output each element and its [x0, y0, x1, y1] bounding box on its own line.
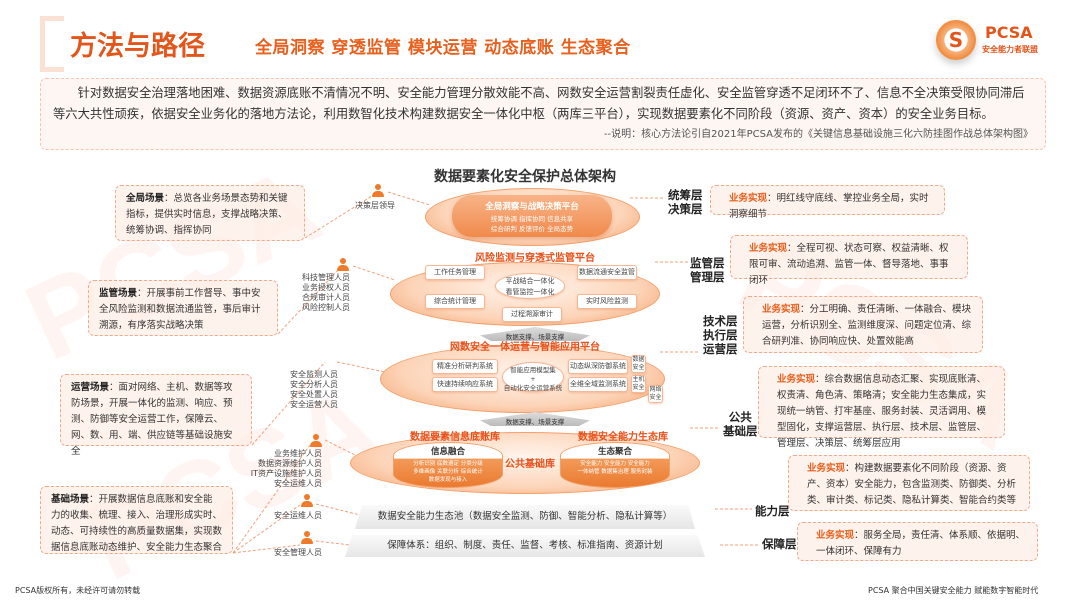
module-box: 实时风险监测	[577, 294, 637, 309]
layer-box-label: 业务实现	[762, 304, 801, 315]
layer-label: 统筹层决策层	[668, 188, 703, 216]
layer-label: 公共基础层	[723, 410, 758, 438]
security-tag: 主机安全	[631, 375, 646, 393]
layer-box-text: ：构建数据要素化不同阶段（资源、资产、资本）安全能力，包含监测类、防御类、分析类…	[807, 463, 1017, 506]
person-icon	[301, 531, 313, 545]
capability-pool-slab: 数据安全能力生态池（数据安全监测、防御、智能分析、隐私计算等）	[355, 505, 695, 529]
scene-label: 全局场景	[126, 193, 165, 204]
layer-box: 业务实现：构建数据要素化不同阶段（资源、资产、资本）安全能力，包含监测类、防御类…	[788, 455, 1030, 511]
layer-box-text: ：服务全局，责任清、体系顺、依据明、一体闭环、保障有力	[816, 530, 1026, 557]
security-tag: 网络安全	[648, 385, 663, 403]
person-icon	[372, 184, 384, 198]
personnel-label: 安全监测人员安全分析人员安全处置人员安全运营人员	[290, 370, 338, 409]
scene-label: 基础场景	[51, 494, 90, 505]
layer-box: 业务实现：分工明确、责任清晰、一体融合、模块运营，分析识别全、监测维度深、问题定…	[743, 296, 983, 353]
footer-slogan: PCSA 聚合中国关键安全能力 赋能数字智能时代	[868, 586, 1039, 595]
security-tag: 数据安全	[631, 355, 646, 373]
platform-center: 平战结合一体化看管监控一体化	[495, 273, 565, 299]
intro-text: 针对数据安全治理落地困难、数据资源底账不清情况不明、安全能力管理分散效能不高、网…	[53, 86, 1025, 121]
scene-text: ：总览各业务场景态势和关键指标，提供实时信息，支撑战略决策、统筹协调、指挥协同	[126, 193, 288, 236]
public-library-label: 公共基础库	[505, 459, 555, 470]
module-box: 工作任务管理	[425, 265, 485, 280]
guarantee-slab: 保障体系：组织、制度、责任、监督、考核、标准指南、资源计划	[345, 535, 705, 557]
cylinder-title: 信息融合	[430, 447, 465, 457]
cylinder-items: 安全能力 安全能力 安全能力一体纳管 数据集治理 服务封装	[577, 461, 653, 475]
library-title: 数据安全能力生态库	[578, 432, 668, 443]
layer-box-text: ：明红线守底线、掌控业务全局，实时洞察细节	[729, 193, 929, 220]
cylinder-items: 分析识别 底数遵定 分类分级多维画像 关联分析 综合统计数据发现与接入	[413, 461, 483, 483]
library-title: 数据要素信息底账库	[410, 432, 500, 443]
personnel-label: 安全运维人员	[274, 511, 322, 520]
diagram-title: 数据要素化安全保护总体架构	[434, 169, 616, 185]
layer-label: 保障层	[762, 537, 797, 551]
scene-text: ：面对网络、主机、数据等攻防场景，开展一体化的监测、响应、预测、防御等安全运营工…	[71, 382, 233, 457]
eco-aggregation-cylinder: 生态聚合 安全能力 安全能力 安全能力一体纳管 数据集治理 服务封装	[560, 442, 670, 488]
module-box: 全维全域监测系统	[568, 377, 628, 392]
intro-note: --说明：核心方法论引自2021年PCSA发布的《关键信息基础设施三化六防挂图作…	[603, 129, 1033, 140]
module-box: 数据流通安全监管	[577, 265, 637, 280]
info-fusion-cylinder: 信息融合 分析识别 底数遵定 分类分级多维画像 关联分析 综合统计数据发现与接入	[393, 442, 503, 488]
scene-label: 监管场景	[99, 288, 138, 299]
layer-box: 业务实现：综合数据信息动态汇聚、实现底账清、权责清、角色清、策略清；安全能力生态…	[758, 366, 1005, 449]
scene-box-supervision: 监管场景：开展事前工作督导、事中安全风险监测和数据流通监管，事后审计溯源，有序落…	[88, 280, 278, 336]
module-box: 综合统计管理	[425, 294, 485, 309]
layer-label: 监管层管理层	[690, 256, 725, 284]
scene-box-operation: 运营场景：面对网络、主机、数据等攻防场景，开展一体化的监测、响应、预测、防御等安…	[60, 374, 252, 457]
layer-label: 能力层	[755, 504, 790, 518]
person-icon	[337, 258, 349, 272]
footer-copyright: PCSA版权所有，未经许可请勿转载	[15, 586, 141, 595]
title-bracket-decoration	[40, 16, 64, 72]
personnel-label: 决策层领导	[355, 201, 395, 210]
platform-title: 网数安全一体运营与智能应用平台	[450, 342, 600, 353]
logo-subtext: 安全能力者联盟	[982, 45, 1038, 54]
layer-box-label: 业务实现	[749, 243, 788, 254]
scene-text: ：开展数据信息底账和安全能力的收集、梳理、接入、治理形成实时、动态、可持续性的高…	[51, 494, 223, 553]
layer-box-label: 业务实现	[807, 463, 846, 474]
scene-label: 运营场景	[71, 382, 110, 393]
intro-box: 针对数据安全治理落地困难、数据资源底账不清情况不明、安全能力管理分散效能不高、网…	[40, 78, 1046, 150]
layer-box-label: 业务实现	[816, 530, 855, 541]
platform-title: 全局洞察与战略决策平台	[485, 202, 579, 212]
module-box: 动态纵深防御系统	[568, 359, 628, 374]
layer-box-label: 业务实现	[777, 374, 816, 385]
module-box: 精准分析研判系统	[432, 359, 498, 374]
scene-box-global: 全局场景：总览各业务场景态势和关键指标，提供实时信息，支撑战略决策、统筹协调、指…	[115, 185, 305, 241]
layer-box: 业务实现：明红线守底线、掌控业务全局，实时洞察细节	[710, 185, 945, 220]
scene-box-foundation: 基础场景：开展数据信息底账和安全能力的收集、梳理、接入、治理形成实时、动态、可持…	[40, 486, 233, 554]
platform-title: 风险监测与穿透式监管平台	[475, 253, 595, 264]
person-icon	[301, 494, 313, 508]
cylinder-title: 生态聚合	[597, 447, 632, 457]
layer-box-text: ：综合数据信息动态汇聚、实现底账清、权责清、角色清、策略清；安全能力生态集成，实…	[777, 374, 987, 449]
pcsa-logo-icon: S	[936, 20, 976, 60]
page-title: 方法与路径	[70, 31, 205, 62]
personnel-label: 科技管理人员业务授权人员合规审计人员风险控制人员	[302, 273, 350, 312]
layer-box-label: 业务实现	[729, 193, 768, 204]
module-box: 过程溯源审计	[502, 307, 562, 322]
decision-platform-cloud: 全局洞察与战略决策平台 统筹协调 指挥协同 信息共享综合研判 反馈评价 全局态势	[452, 195, 612, 237]
layer-box-text: ：全程可视、状态可察、权益清晰、权限可审、流动追溯、监管一体、督导落地、事事闭环	[749, 243, 949, 286]
layer-label: 技术层执行层运营层	[703, 314, 738, 356]
module-box: 快速持续响应系统	[432, 377, 498, 392]
page-subtitle: 全局洞察 穿透监管 模块运营 动态底账 生态聚合	[255, 38, 631, 58]
scene-text: ：开展事前工作督导、事中安全风险监测和数据流通监管，事后审计溯源，有序落实战略决…	[99, 288, 261, 331]
platform-items: 统筹协调 指挥协同 信息共享综合研判 反馈评价 全局态势	[490, 215, 574, 233]
layer-box: 业务实现：服务全局，责任清、体系顺、依据明、一体闭环、保障有力	[797, 522, 1038, 561]
person-icon	[310, 434, 322, 448]
layer-box-text: ：分工明确、责任清晰、一体融合、模块运营，分析识别全、监测维度深、问题定位清、综…	[762, 304, 972, 347]
platform-center: 智能应用模型集+自动化安全运营系统	[502, 362, 564, 392]
logo-text: PCSA	[985, 23, 1033, 42]
layer-box: 业务实现：全程可视、状态可察、权益清晰、权限可审、流动追溯、监管一体、督导落地、…	[730, 235, 968, 286]
personnel-label: 安全管理人员	[274, 548, 322, 557]
